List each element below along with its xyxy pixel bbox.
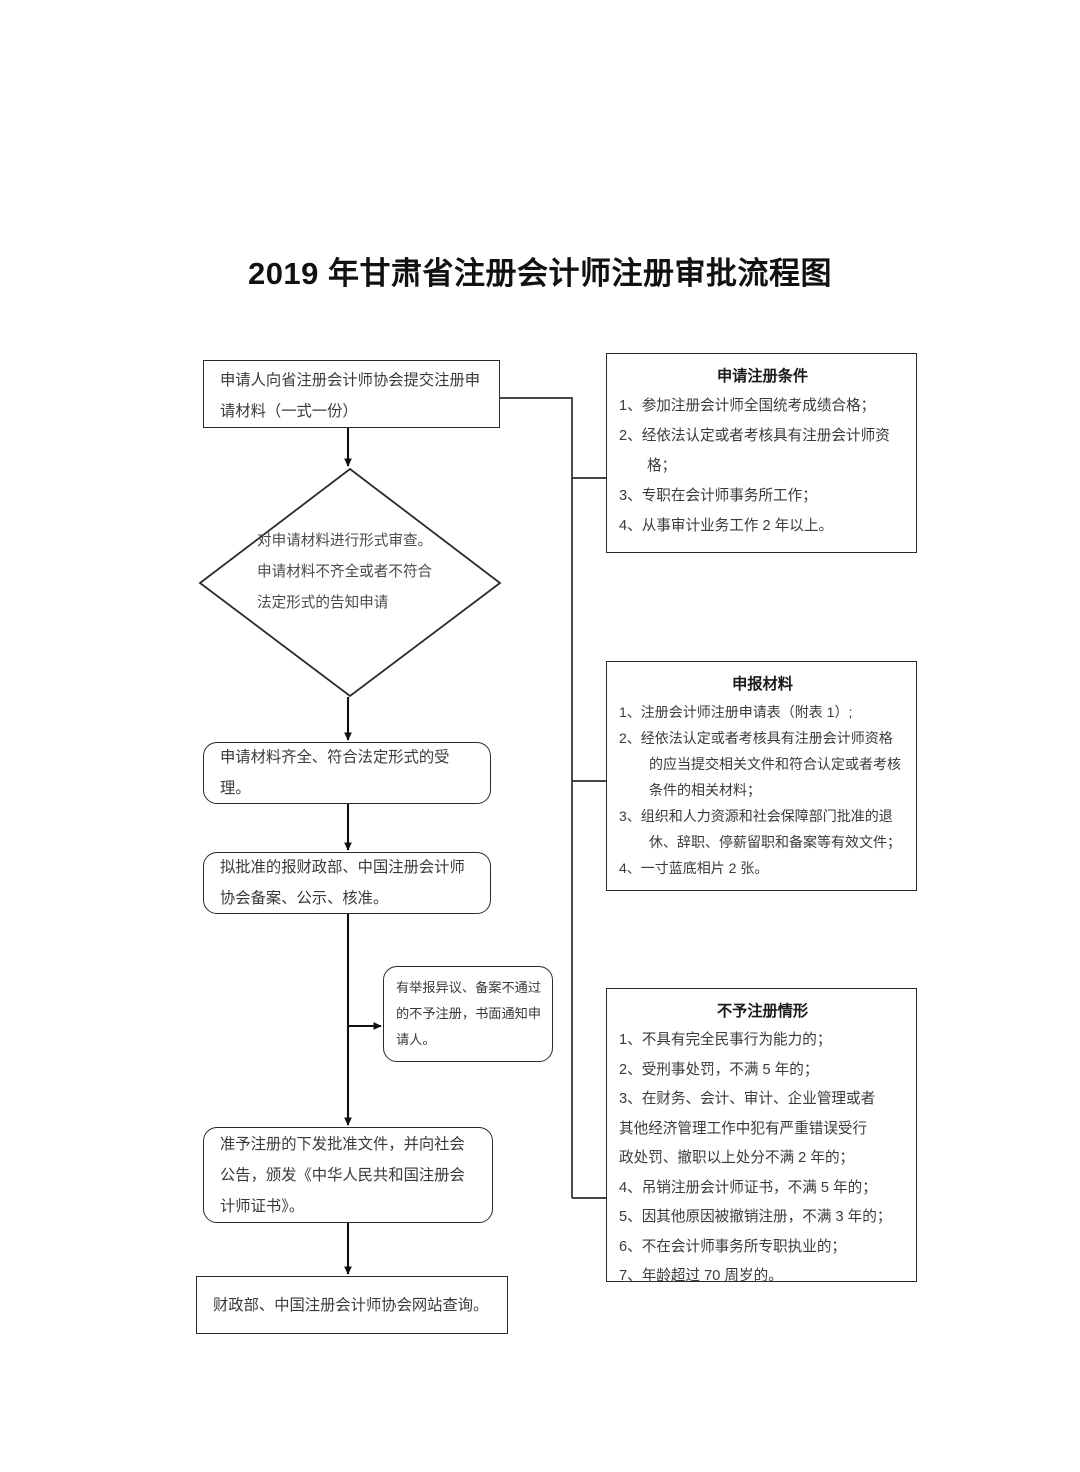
list-item: 4、吊销注册会计师证书，不满 5 年的； (619, 1179, 877, 1196)
list-item: 1、注册会计师注册申请表（附表 1）; (619, 704, 853, 720)
panel-materials-title: 申报材料 (732, 676, 793, 693)
panel-refusal-title: 不予注册情形 (716, 1003, 809, 1020)
list-item: 其他经济管理工作中犯有严重错误受行 (619, 1120, 868, 1137)
connector-trunk-right (500, 397, 573, 1198)
panel-submission-materials: 申报材料 1、注册会计师注册申请表（附表 1）; 2、经依法认定或者考核具有注册… (606, 661, 917, 891)
page-title: 2019 年甘肃省注册会计师注册审批流程图 (247, 256, 833, 291)
node-issue-certificate[interactable]: 准予注册的下发批准文件，并向社会公告，颁发《中华人民共和国注册会计师证书》。 (203, 1127, 493, 1223)
list-item: 2、经依法认定或者考核具有注册会计师资格的应当提交相关文件和符合认定或者考核条件… (619, 730, 901, 798)
panel-refusal-grounds: 不予注册情形 1、不具有完全民事行为能力的； 2、受刑事处罚，不满 5 年的； … (606, 988, 917, 1282)
panel-registration-conditions: 申请注册条件 1、参加注册会计师全国统考成绩合格； 2、经依法认定或者考核具有注… (606, 353, 917, 553)
list-item: 4、一寸蓝底相片 2 张。 (619, 860, 769, 876)
list-item: 3、在财务、会计、审计、企业管理或者 (619, 1091, 876, 1107)
node-application-accepted[interactable]: 申请材料齐全、符合法定形式的受理。 (203, 742, 491, 804)
list-item: 2、受刑事处罚，不满 5 年的； (619, 1061, 819, 1078)
list-item: 4、从事审计业务工作 2 年以上。 (619, 518, 834, 534)
list-item: 1、参加注册会计师全国统考成绩合格； (619, 398, 876, 414)
panel-conditions-title: 申请注册条件 (716, 368, 809, 385)
list-item: 3、专职在会计师事务所工作； (619, 488, 817, 504)
node-website-query[interactable]: 财政部、中国注册会计师协会网站查询。 (196, 1276, 508, 1334)
list-item: 2、经依法认定或者考核具有注册会计师资格； (619, 428, 890, 474)
panel-refusal-list: 1、不具有完全民事行为能力的； 2、受刑事处罚，不满 5 年的； 3、在财务、会… (619, 1026, 906, 1282)
list-item: 5、因其他原因被撤销注册，不满 3 年的； (619, 1209, 892, 1225)
decision-diamond-label: 对申请材料进行形式审查。申请材料不齐全或者不符合法定形式的告知申请 (257, 533, 433, 611)
list-item: 7、年龄超过 70 周岁的。 (619, 1268, 783, 1282)
node-objection-notice[interactable]: 有举报异议、备案不通过的不予注册，书面通知申请人。 (383, 966, 553, 1062)
node-report-for-record[interactable]: 拟批准的报财政部、中国注册会计师协会备案、公示、核准。 (203, 852, 491, 914)
list-item: 政处罚、撤职以上处分不满 2 年的； (619, 1150, 855, 1166)
panel-conditions-list: 1、参加注册会计师全国统考成绩合格； 2、经依法认定或者考核具有注册会计师资格；… (619, 391, 906, 541)
list-item: 6、不在会计师事务所专职执业的； (619, 1238, 847, 1255)
panel-materials-list: 1、注册会计师注册申请表（附表 1）; 2、经依法认定或者考核具有注册会计师资格… (619, 699, 906, 881)
node-submit-application[interactable]: 申请人向省注册会计师协会提交注册申请材料（一式一份） (203, 360, 500, 428)
list-item: 1、不具有完全民事行为能力的； (619, 1032, 832, 1048)
node-form-review-decision[interactable]: 对申请材料进行形式审查。申请材料不齐全或者不符合法定形式的告知申请 (199, 468, 501, 697)
list-item: 3、组织和人力资源和社会保障部门批准的退休、辞职、停薪留职和备案等有效文件； (619, 808, 901, 850)
